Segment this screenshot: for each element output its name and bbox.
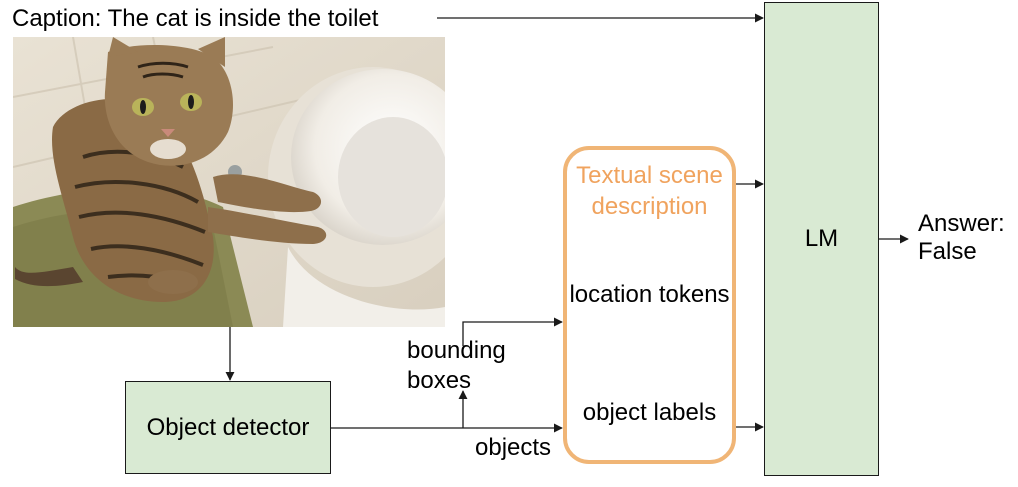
scene-description-box	[563, 146, 736, 464]
answer-text: Answer: False	[918, 210, 1005, 265]
lm-box: LM	[764, 2, 879, 476]
object-detector-label: Object detector	[146, 413, 310, 441]
lm-label: LM	[804, 225, 839, 252]
object-detector-box: Object detector	[125, 381, 331, 474]
bounding-boxes-label: bounding boxes	[407, 337, 506, 394]
cat-toilet-photo	[13, 37, 445, 327]
object-labels-label: object labels	[582, 399, 717, 426]
objects-label: objects	[475, 434, 552, 461]
scene-description-title: Textual scene description	[576, 162, 723, 220]
location-tokens-label: location tokens	[569, 281, 730, 308]
arrow-boxes-to-tokens	[462, 317, 563, 346]
caption-text: Caption: The cat is inside the toilet	[12, 5, 379, 32]
